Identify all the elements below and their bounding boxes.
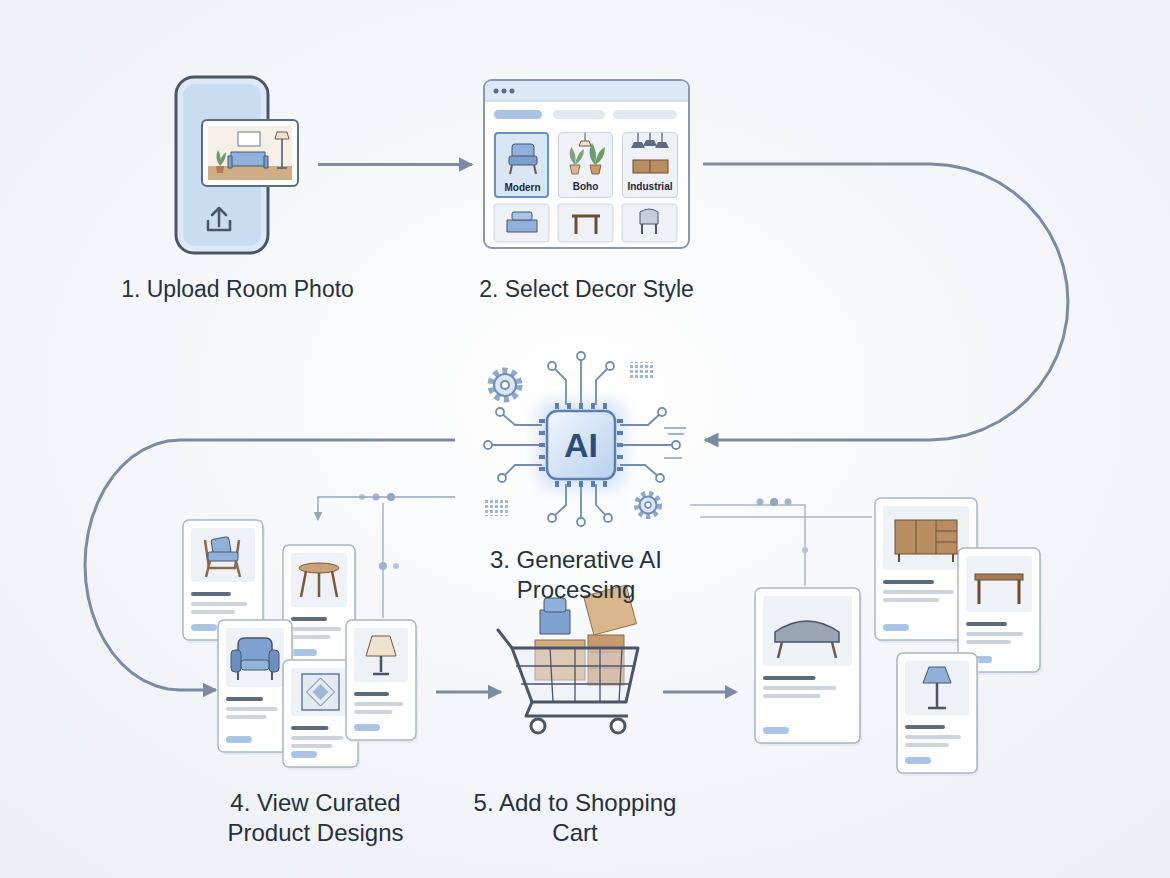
ai-step: AI3. Generative AI Processing: [455, 350, 705, 530]
style-tile: Boho: [558, 132, 613, 198]
flow-arrow: [663, 685, 738, 699]
step-label: 1. Upload Room Photo: [121, 275, 354, 304]
ai-chip: [484, 352, 686, 526]
style-icon: [623, 133, 678, 179]
product-icons: [205, 520, 1023, 710]
product-card: [755, 588, 862, 746]
product-cards: [183, 498, 1042, 776]
product-card: [346, 620, 418, 743]
style-icon: [558, 133, 613, 179]
flow-connector: [85, 440, 455, 690]
cart-step: 5. Add to Shopping Cart: [505, 575, 645, 740]
step-label: 2. Select Decor Style: [479, 275, 694, 304]
product-step: 4. View Curated Product Designs: [183, 520, 432, 768]
style-label: Boho: [573, 181, 599, 193]
style-label: Industrial: [627, 181, 672, 193]
style-window: 2. Select Decor StyleModernBohoIndustria…: [484, 80, 689, 248]
product-card: [897, 653, 979, 776]
chip-label: AI: [564, 424, 598, 467]
upload-step: 1. Upload Room Photo: [175, 76, 300, 253]
step-label: 3. Generative AI Processing: [456, 545, 696, 605]
flow-connector: [436, 691, 501, 694]
step-label: 4. View Curated Product Designs: [191, 788, 441, 848]
data-connector: [318, 497, 455, 520]
flow-connector: [318, 163, 472, 166]
shopping-cart: [498, 585, 638, 733]
style-icon: [495, 134, 550, 180]
style-tile: Industrial: [622, 132, 678, 198]
flow-connector: [703, 164, 1068, 440]
room-photo: [202, 120, 298, 186]
step-label: 5. Add to Shopping Cart: [470, 788, 680, 848]
style-tile: Modern: [494, 132, 549, 198]
browser-window: [484, 80, 689, 248]
style-label: Modern: [504, 182, 540, 194]
